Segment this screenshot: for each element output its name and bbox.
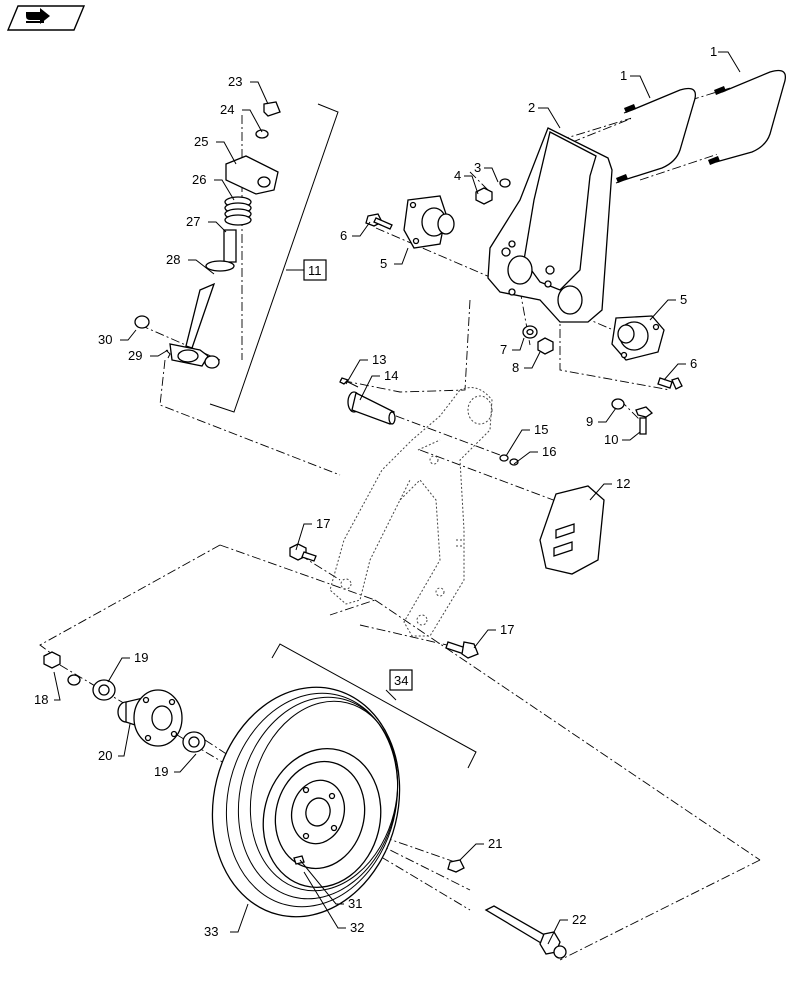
callout-31: 31 <box>348 896 362 911</box>
bolt-17-lower <box>445 641 479 659</box>
carriage-bolt-left <box>365 213 393 230</box>
boxed-callout-11: 11 <box>303 259 327 281</box>
bearing-cone-inner <box>182 731 206 753</box>
leader-lines <box>53 51 741 945</box>
callout-10: 10 <box>604 432 618 447</box>
callout-33: 33 <box>204 924 218 939</box>
washer <box>499 178 511 188</box>
clevis-pin <box>347 391 396 425</box>
callout-27: 27 <box>186 214 200 229</box>
callout-17a: 17 <box>316 516 330 531</box>
nut-8 <box>537 337 554 355</box>
callout-15: 15 <box>534 422 548 437</box>
assembly-bracket-34 <box>271 643 477 769</box>
washer-7 <box>522 325 538 339</box>
callout-16: 16 <box>542 444 556 459</box>
callout-13: 13 <box>372 352 386 367</box>
rod-end <box>169 343 209 367</box>
callout-9: 9 <box>586 414 593 429</box>
cotter-pin <box>339 377 359 388</box>
callout-1a: 1 <box>620 68 627 83</box>
callout-12: 12 <box>616 476 630 491</box>
washer-15 <box>499 454 509 462</box>
callout-19b: 19 <box>154 764 168 779</box>
callout-6a: 6 <box>340 228 347 243</box>
u-bolt-right <box>708 69 787 165</box>
pin-29 <box>165 349 171 359</box>
wheel-bolt <box>447 859 465 873</box>
callout-22: 22 <box>572 912 586 927</box>
callout-24: 24 <box>220 102 234 117</box>
boxed-callout-34: 34 <box>389 669 413 691</box>
alignment-lines <box>39 87 761 961</box>
callout-23: 23 <box>228 74 242 89</box>
callout-32: 32 <box>350 920 364 935</box>
callout-7: 7 <box>500 342 507 357</box>
wheel-rim <box>262 747 382 889</box>
boxed-callout-11-label: 11 <box>308 263 322 278</box>
assembly-bracket-11 <box>209 103 339 413</box>
wheel-hub <box>117 689 183 747</box>
callout-17b: 17 <box>500 622 514 637</box>
callout-3: 3 <box>474 160 481 175</box>
washer-9 <box>611 398 625 410</box>
hex-nut <box>475 187 493 205</box>
spacer-right <box>204 355 220 369</box>
carriage-bolt-right <box>657 377 683 390</box>
callout-5a: 5 <box>380 256 387 271</box>
callout-4: 4 <box>454 168 461 183</box>
cap-nut <box>263 101 281 117</box>
callout-25: 25 <box>194 134 208 149</box>
callout-1b: 1 <box>710 44 717 59</box>
callout-30: 30 <box>98 332 112 347</box>
callout-26: 26 <box>192 172 206 187</box>
callout-5b: 5 <box>680 292 687 307</box>
flange-bearing-left <box>403 195 455 249</box>
hub-nut <box>43 651 61 669</box>
threaded-rod <box>185 282 216 349</box>
callout-labels: 1 1 2 3 4 5 5 6 6 7 8 9 10 12 13 14 15 1… <box>34 44 717 939</box>
callout-18: 18 <box>34 692 48 707</box>
spring-guide <box>205 229 237 272</box>
clamp-block <box>225 155 279 195</box>
u-bolt-left <box>615 87 697 184</box>
scraper-shield <box>539 485 605 575</box>
compression-spring <box>224 196 252 226</box>
callout-2: 2 <box>528 100 535 115</box>
flange-bearing-right <box>611 315 665 361</box>
gauge-arm <box>329 387 493 637</box>
callout-14: 14 <box>384 368 398 383</box>
callout-19a: 19 <box>134 650 148 665</box>
bolt-10 <box>635 406 654 435</box>
boxed-callout-34-label: 34 <box>394 673 408 688</box>
bearing-cone-outer <box>92 679 116 701</box>
callout-8: 8 <box>512 360 519 375</box>
callout-20: 20 <box>98 748 112 763</box>
hub-washer <box>67 674 81 686</box>
bolt-17-upper <box>289 543 317 562</box>
mounting-bracket <box>487 127 613 323</box>
callout-29: 29 <box>128 348 142 363</box>
nut-16 <box>509 458 519 466</box>
callout-21: 21 <box>488 836 502 851</box>
callout-28: 28 <box>166 252 180 267</box>
callout-6b: 6 <box>690 356 697 371</box>
sleeve-30 <box>134 315 150 329</box>
lock-washer <box>255 129 269 139</box>
arrow-right-icon <box>26 8 50 24</box>
nav-button[interactable] <box>6 5 86 31</box>
